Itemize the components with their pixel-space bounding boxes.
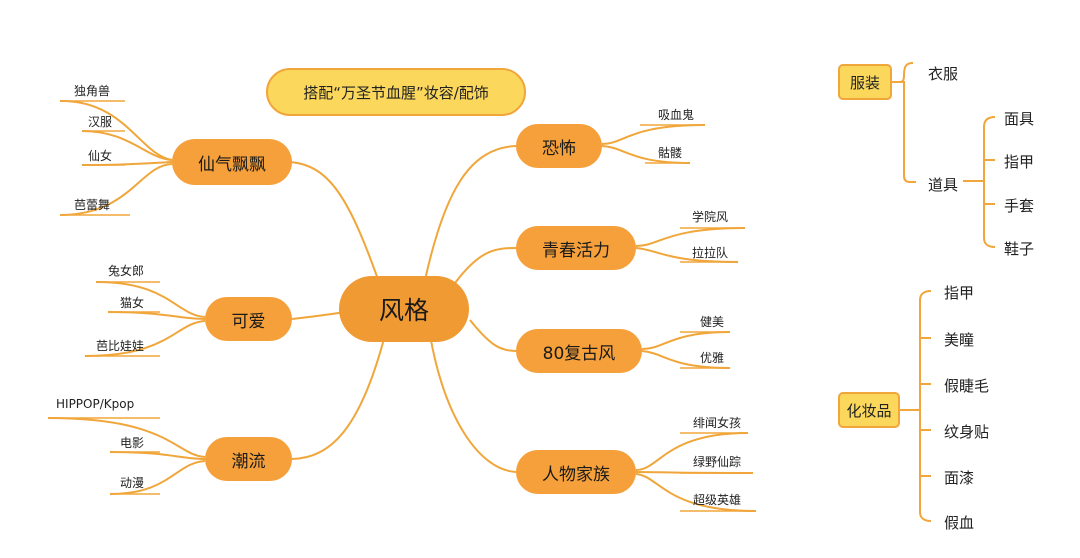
branch-node: 恐怖 bbox=[516, 124, 602, 168]
leaf-label: 骷髅 bbox=[658, 146, 683, 160]
leaf-label: 吸血鬼 bbox=[658, 108, 695, 122]
leaf-label: 电影 bbox=[120, 436, 145, 450]
leaf-label: 优雅 bbox=[700, 351, 725, 365]
tree-label: 鞋子 bbox=[1004, 240, 1035, 258]
branch-node: 可爱 bbox=[205, 297, 292, 341]
tree-label: 面漆 bbox=[944, 469, 975, 487]
tree-label: 假睫毛 bbox=[944, 377, 990, 395]
tree-label: 手套 bbox=[1004, 197, 1035, 215]
leaf-label: 动漫 bbox=[120, 476, 145, 490]
branch-node: 仙气飘飘 bbox=[172, 139, 292, 185]
leaf-label: 学院风 bbox=[692, 210, 729, 224]
mindmap-title: 搭配“万圣节血腥”妆容/配饰 bbox=[266, 68, 526, 116]
leaf-label: 独角兽 bbox=[74, 84, 111, 98]
tree-label: 美瞳 bbox=[944, 331, 975, 349]
branch-node: 人物家族 bbox=[516, 450, 636, 494]
tree-label: 道具 bbox=[928, 176, 959, 194]
clothing-node: 服装 bbox=[838, 64, 892, 100]
leaf-label: 仙女 bbox=[88, 149, 113, 163]
tree-label: 衣服 bbox=[928, 65, 959, 83]
tree-label: 假血 bbox=[944, 514, 975, 532]
leaf-label: 超级英雄 bbox=[693, 493, 742, 507]
root-node: 风格 bbox=[339, 276, 469, 342]
branch-node: 潮流 bbox=[205, 437, 292, 481]
leaf-label: HIPPOP/Kpop bbox=[56, 397, 135, 411]
branch-node: 80复古风 bbox=[516, 329, 642, 373]
tree-label: 纹身贴 bbox=[944, 423, 990, 441]
leaf-label: 兔女郎 bbox=[108, 264, 145, 278]
makeup-node: 化妆品 bbox=[838, 392, 900, 428]
branch-node: 青春活力 bbox=[516, 226, 636, 270]
tree-label: 面具 bbox=[1004, 110, 1035, 128]
leaf-label: 芭蕾舞 bbox=[74, 198, 111, 212]
leaf-label: 芭比娃娃 bbox=[96, 339, 145, 353]
leaf-label: 猫女 bbox=[120, 296, 145, 310]
tree-label: 指甲 bbox=[944, 284, 975, 302]
leaf-label: 汉服 bbox=[88, 115, 113, 129]
leaf-label: 拉拉队 bbox=[692, 246, 729, 260]
leaf-label: 绯闻女孩 bbox=[693, 416, 742, 430]
leaf-label: 绿野仙踪 bbox=[693, 455, 742, 469]
leaf-label: 健美 bbox=[700, 315, 725, 329]
tree-label: 指甲 bbox=[1004, 153, 1035, 171]
